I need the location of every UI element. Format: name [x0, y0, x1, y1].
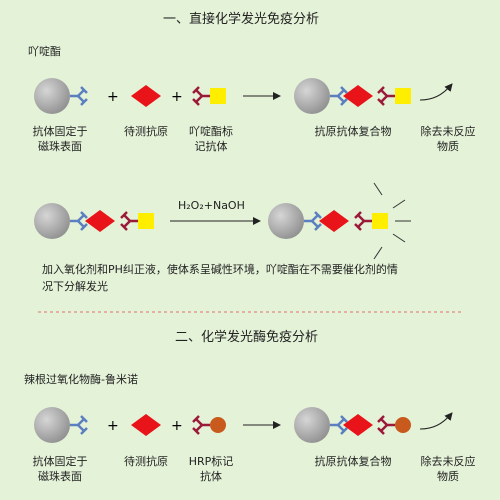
s2-labeled-antibody-label: HRP标记 抗体: [188, 455, 234, 483]
remove-arrow: [419, 83, 453, 101]
s2-bead-antibody-label: 抗体固定于 磁珠表面: [32, 455, 88, 483]
labeled-antibody: [376, 414, 397, 436]
s1-antigen: [131, 85, 161, 107]
hrp-label: [210, 417, 226, 433]
magnetic-bead: [34, 203, 70, 239]
reagent-label: H₂O₂+NaOH: [178, 199, 245, 212]
remove-arrow: [419, 412, 453, 430]
s2-hrp-labeled-antibody: [191, 414, 226, 436]
light-emission-rays: [373, 182, 411, 260]
magnetic-bead: [294, 407, 330, 443]
antigen: [319, 210, 349, 232]
s2-antigen: [131, 414, 161, 436]
acridinium-label: [210, 88, 226, 104]
acridinium-label: [372, 213, 388, 229]
capture-antibody: [68, 414, 89, 436]
s1-labeled-antibody-label: 吖啶酯标 记抗体: [189, 125, 233, 153]
plus-sign: +: [171, 418, 183, 434]
labeled-antibody: [191, 85, 212, 107]
plus-sign: +: [171, 89, 183, 105]
s2-bead-antibody: [34, 407, 89, 443]
magnetic-bead: [268, 203, 304, 239]
acridinium-label: [395, 88, 411, 104]
s1-remove-label: 除去未反应 物质: [420, 125, 476, 153]
hrp-label: [395, 417, 411, 433]
s1-description-line2: 况下分解发光: [42, 280, 108, 293]
antigen: [85, 210, 115, 232]
capture-antibody: [68, 85, 89, 107]
antigen: [343, 414, 373, 436]
s1-acridinium-labeled-antibody: [191, 85, 226, 107]
s2-complex: [294, 407, 411, 443]
s1-complex-emitting: [268, 182, 411, 260]
labeled-antibody: [191, 414, 212, 436]
antigen: [343, 85, 373, 107]
capture-antibody: [302, 210, 323, 232]
plus-sign: +: [107, 418, 119, 434]
labeled-antibody: [119, 210, 140, 232]
acridinium-label: [138, 213, 154, 229]
s1-bead-antibody: [34, 78, 89, 114]
plus-sign: +: [107, 89, 119, 105]
magnetic-bead: [34, 78, 70, 114]
s1-antigen-label: 待测抗原: [124, 125, 168, 138]
s2-complex-label: 抗原抗体复合物: [314, 455, 392, 468]
labeled-antibody: [353, 210, 374, 232]
s1-complex-label: 抗原抗体复合物: [314, 125, 392, 138]
s1-description-line1: 加入氧化剂和PH纠正液，使体系呈碱性环境，吖啶酯在不需要催化剂的情: [42, 263, 398, 276]
s1-complex-before: [34, 203, 154, 239]
labeled-antibody: [376, 85, 397, 107]
magnetic-bead: [34, 407, 70, 443]
s1-bead-antibody-label: 抗体固定于 磁珠表面: [32, 125, 88, 153]
section1-title: 一、直接化学发光免疫分析: [163, 12, 320, 27]
s2-antigen-label: 待测抗原: [124, 455, 168, 468]
section1-subtitle: 吖啶酯: [28, 45, 61, 58]
section2-subtitle: 辣根过氧化物酶-鲁米诺: [24, 373, 138, 386]
section2-title: 二、化学发光酶免疫分析: [175, 330, 319, 345]
s2-remove-label: 除去未反应 物质: [420, 455, 476, 483]
s1-complex: [294, 78, 411, 114]
magnetic-bead: [294, 78, 330, 114]
capture-antibody: [68, 210, 89, 232]
